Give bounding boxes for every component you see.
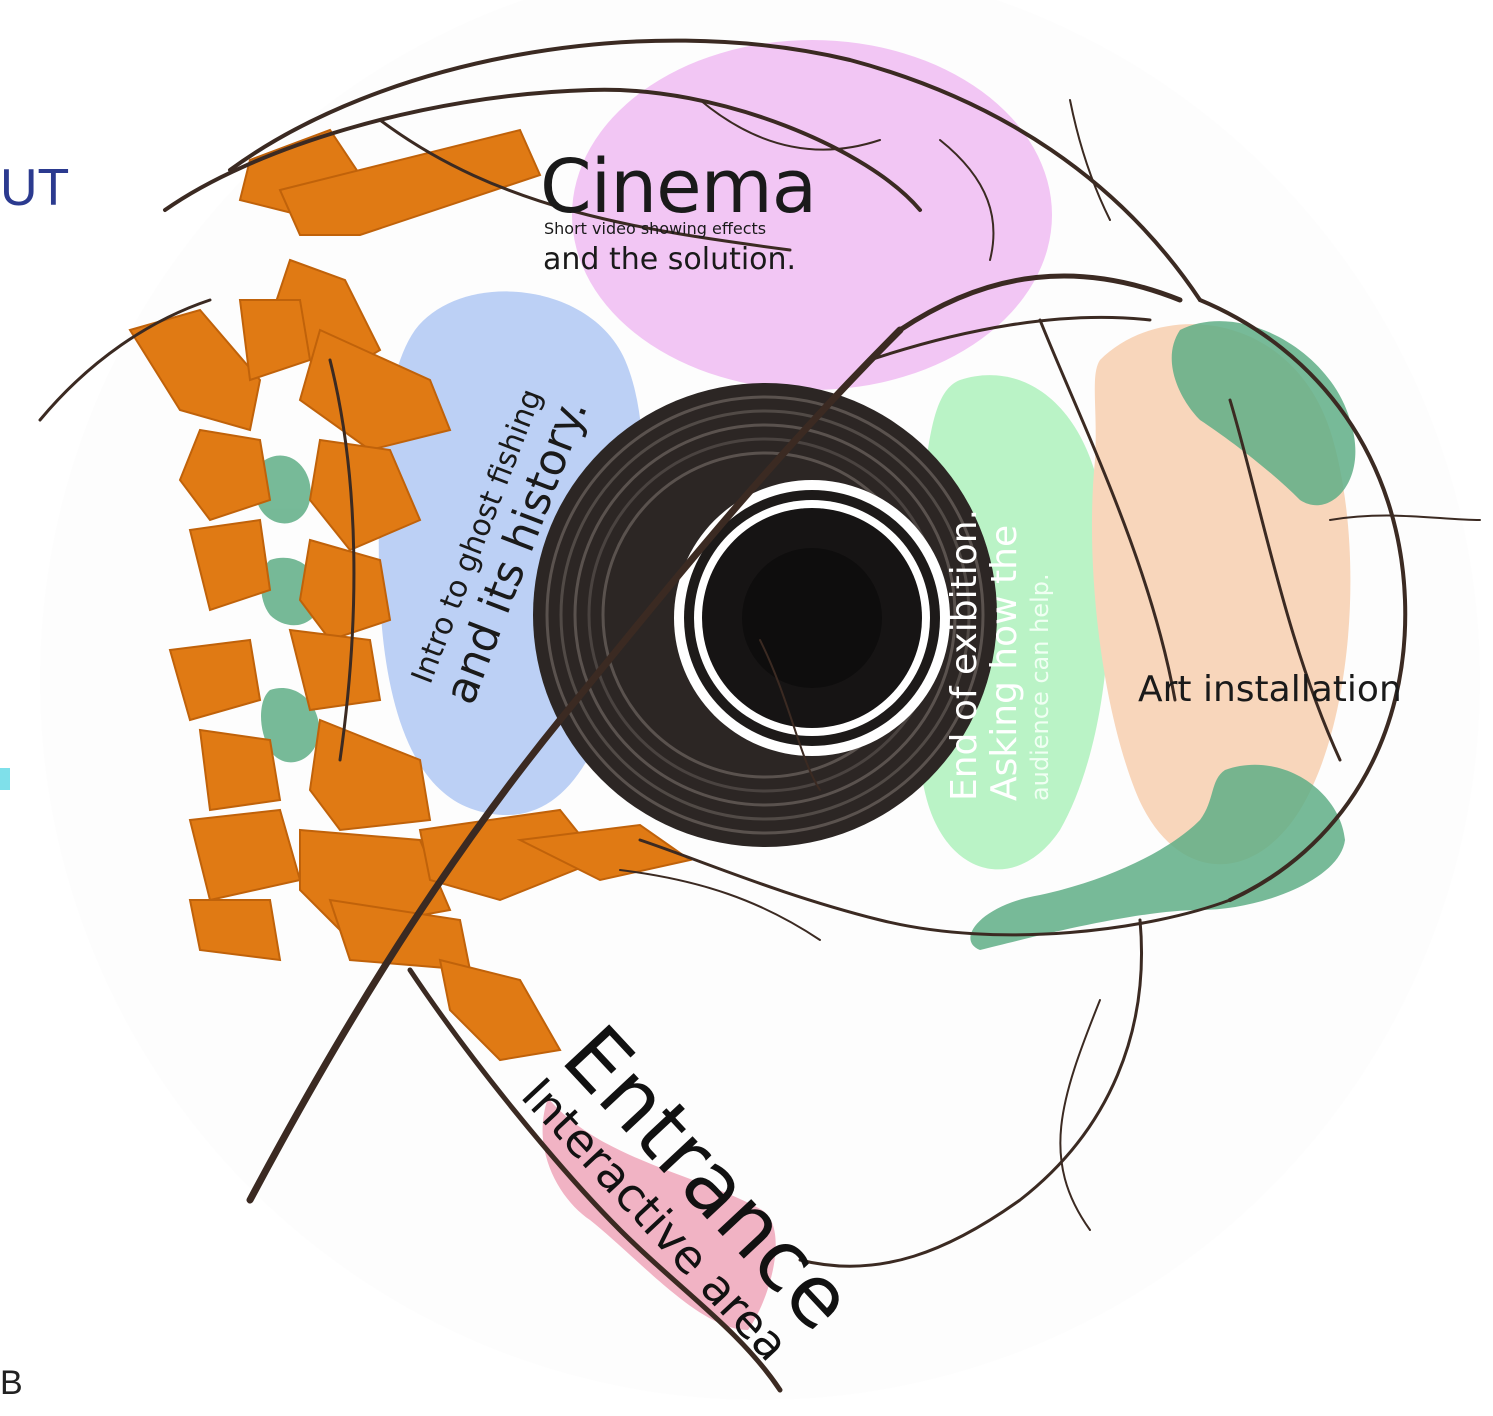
cinema-description-line2: and the solution. <box>543 245 796 275</box>
art-installation-label: Art installation <box>1138 672 1402 708</box>
end-line2: Asking how the <box>985 509 1025 801</box>
cinema-description-line1: Short video showing effects <box>544 221 766 237</box>
lens-disc <box>533 383 997 847</box>
edge-text-bottom: B <box>0 1366 23 1400</box>
cyan-edge-mark <box>0 768 10 790</box>
cinema-title: Cinema <box>540 150 816 224</box>
end-line3: audience can help. <box>1025 509 1055 801</box>
edge-text-top: UT <box>0 162 69 214</box>
end-line1: End of exibition. <box>945 509 985 801</box>
